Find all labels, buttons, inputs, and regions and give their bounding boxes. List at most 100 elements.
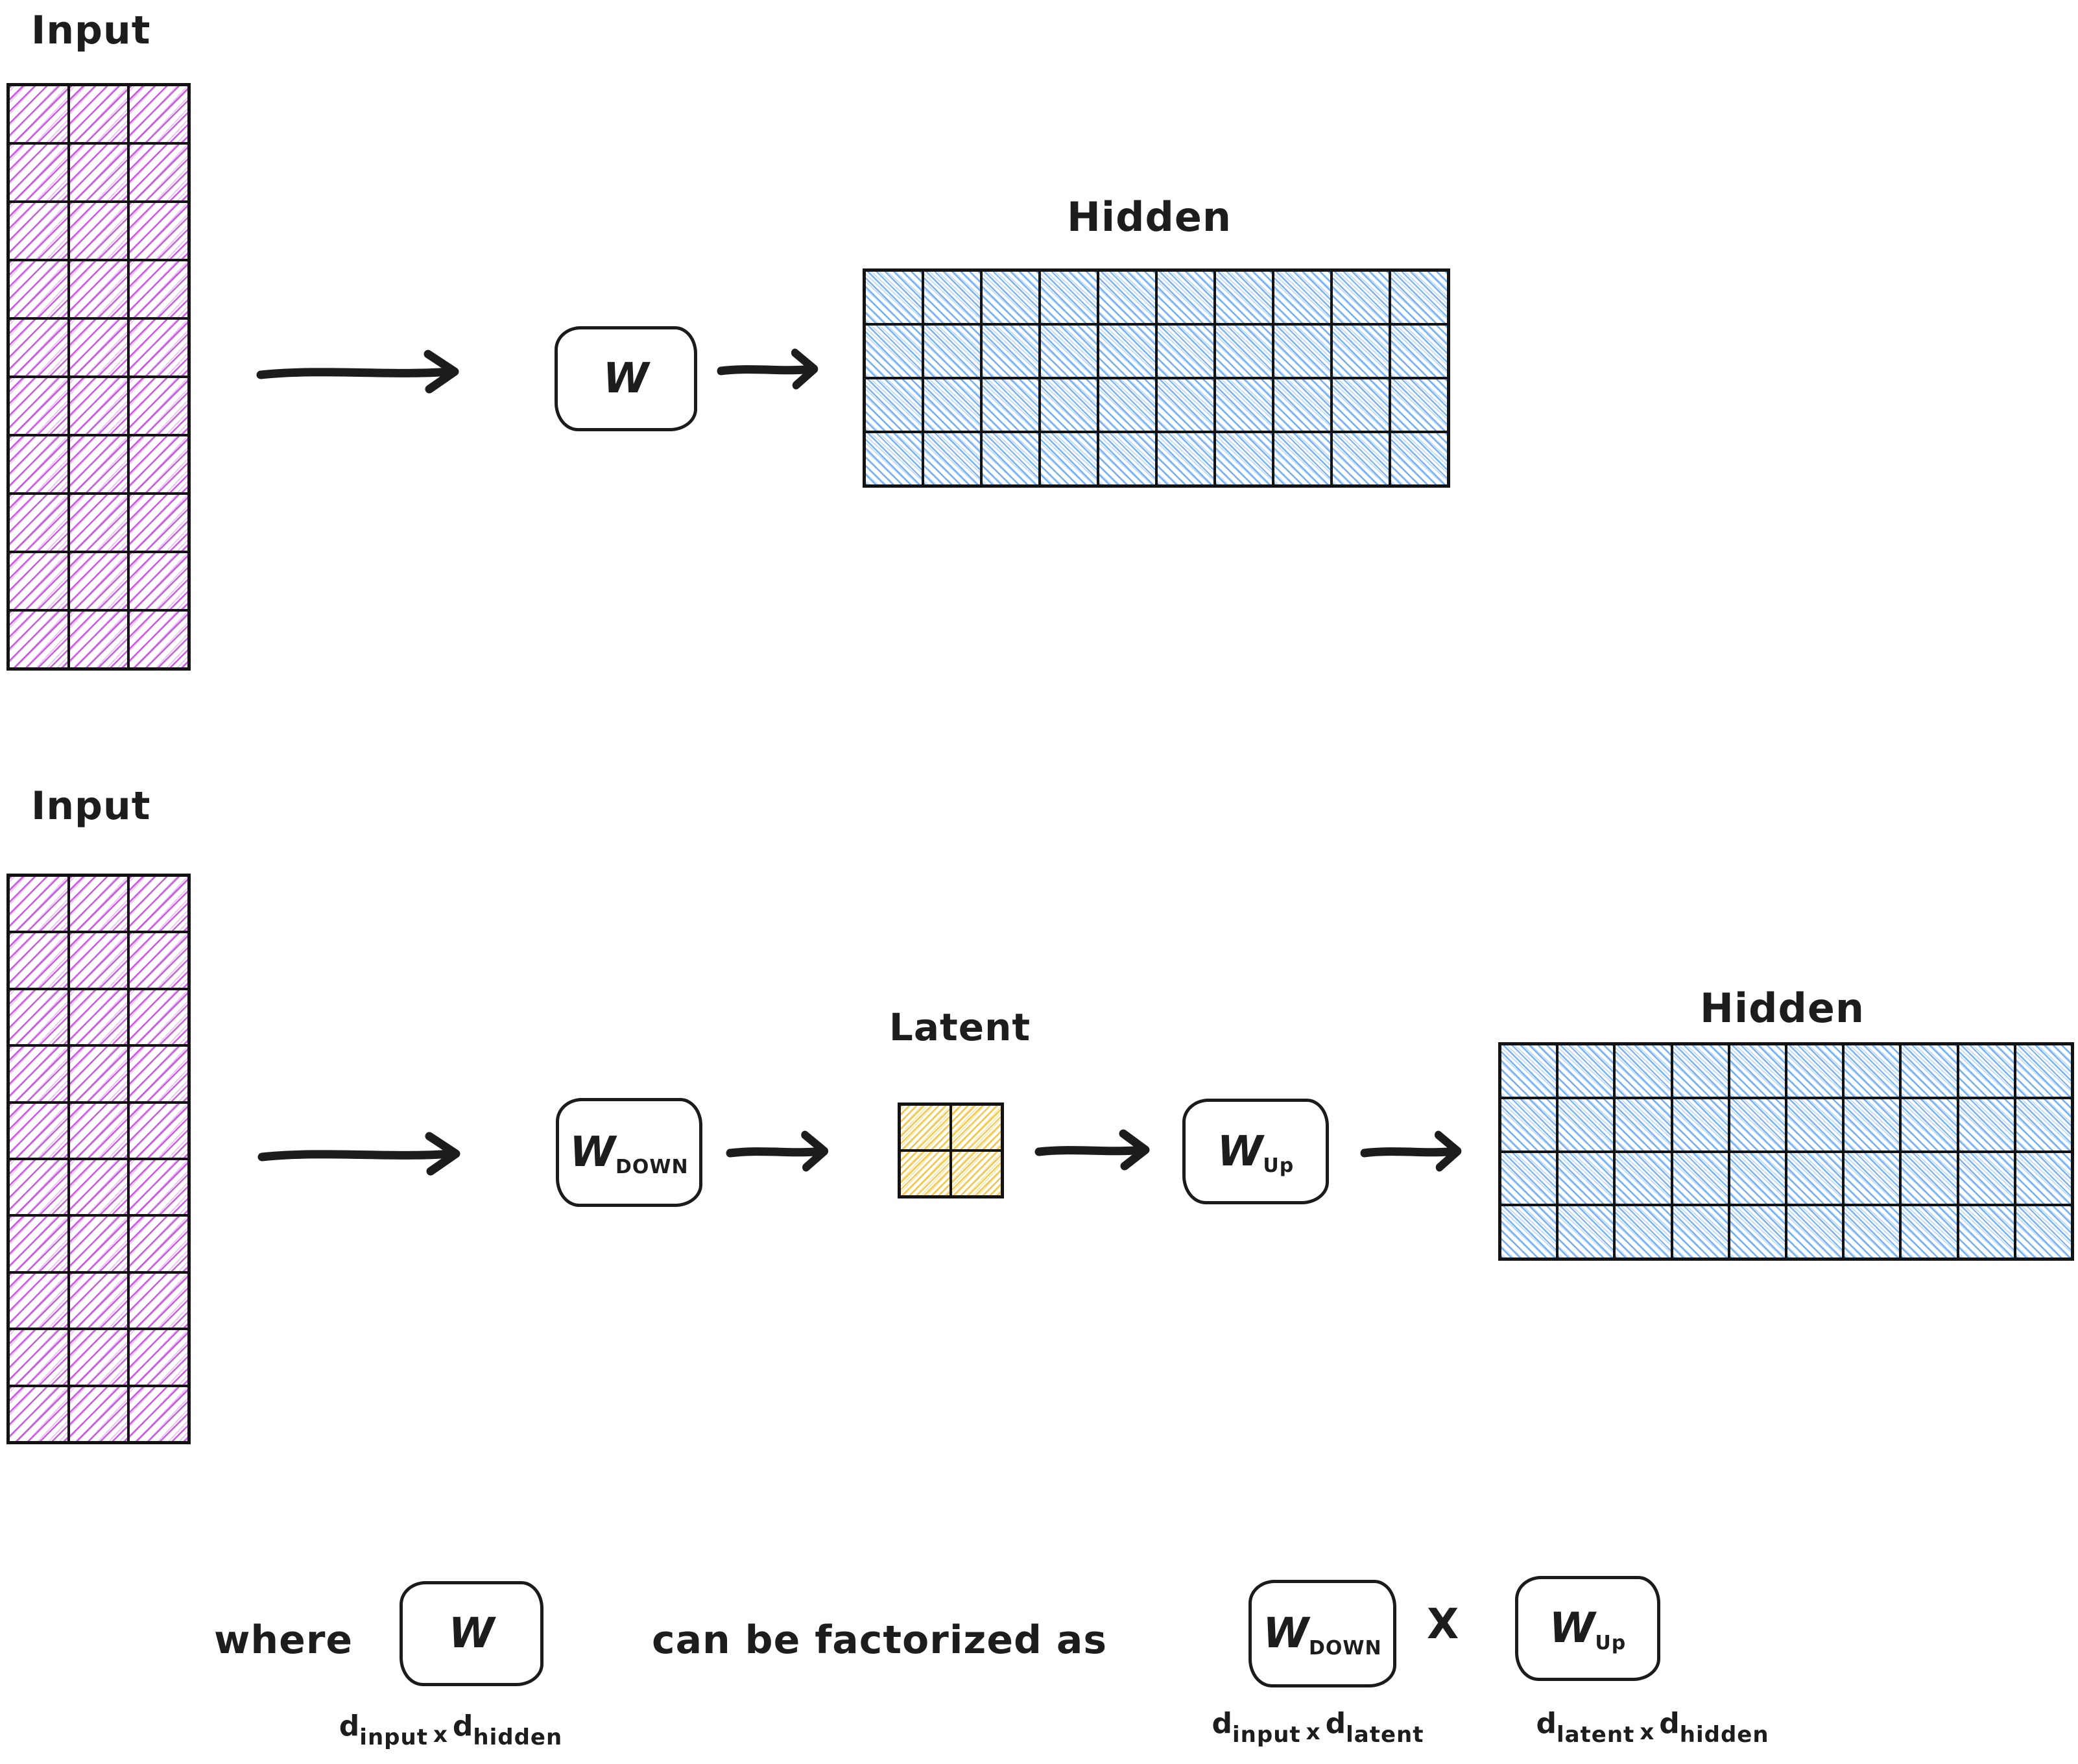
w-up-box-subscript: Up bbox=[1263, 1154, 1295, 1177]
matrix-cell bbox=[128, 988, 189, 1046]
matrix-cell bbox=[1843, 1205, 1901, 1259]
matrix-cell bbox=[1040, 270, 1098, 324]
matrix-cell bbox=[8, 260, 69, 318]
hidden-label-mid: Hidden bbox=[1699, 984, 1865, 1032]
dim-d: d bbox=[339, 1710, 360, 1743]
matrix-cell bbox=[1098, 270, 1156, 324]
matrix-cell bbox=[1671, 1151, 1729, 1206]
arrow-icon bbox=[1360, 1130, 1462, 1172]
matrix-cell bbox=[1098, 324, 1156, 378]
matrix-cell bbox=[1390, 270, 1448, 324]
dim-times: x bbox=[1640, 1719, 1654, 1745]
matrix-cell bbox=[68, 1045, 129, 1102]
matrix-cell bbox=[2014, 1097, 2072, 1152]
matrix-cell bbox=[1156, 270, 1215, 324]
matrix-cell bbox=[68, 1159, 129, 1216]
matrix-cell bbox=[1273, 432, 1332, 486]
matrix-cell bbox=[128, 318, 189, 377]
matrix-cell bbox=[1785, 1205, 1844, 1259]
matrix-cell bbox=[2014, 1044, 2072, 1098]
matrix-cell bbox=[128, 202, 189, 260]
matrix-cell bbox=[128, 610, 189, 669]
matrix-cell bbox=[68, 610, 129, 669]
matrix-cell bbox=[1671, 1205, 1729, 1259]
matrix-cell bbox=[1957, 1097, 2015, 1152]
matrix-cell bbox=[1098, 432, 1156, 486]
matrix-cell bbox=[68, 318, 129, 377]
matrix-cell bbox=[1156, 378, 1215, 432]
dim-sub: latent bbox=[1346, 1722, 1424, 1748]
matrix-cell bbox=[923, 432, 981, 486]
matrix-cell bbox=[1785, 1044, 1844, 1098]
matrix-cell bbox=[128, 377, 189, 435]
matrix-cell bbox=[128, 143, 189, 202]
w-box: W bbox=[555, 326, 697, 431]
matrix-cell bbox=[128, 1329, 189, 1386]
matrix-cell bbox=[68, 1272, 129, 1329]
dim-d: d bbox=[1325, 1707, 1346, 1740]
matrix-cell bbox=[1215, 378, 1273, 432]
matrix-cell bbox=[128, 435, 189, 494]
matrix-cell bbox=[1671, 1097, 1729, 1152]
matrix-cell bbox=[1215, 270, 1273, 324]
matrix-cell bbox=[923, 270, 981, 324]
matrix-cell bbox=[1390, 378, 1448, 432]
matrix-cell bbox=[1500, 1151, 1558, 1206]
matrix-cell bbox=[865, 324, 923, 378]
arrow-icon bbox=[726, 1130, 829, 1172]
matrix-cell bbox=[1390, 432, 1448, 486]
matrix-cell bbox=[68, 988, 129, 1046]
matrix-cell bbox=[1500, 1097, 1558, 1152]
matrix-cell bbox=[1728, 1044, 1786, 1098]
matrix-cell bbox=[1332, 324, 1390, 378]
matrix-cell bbox=[923, 324, 981, 378]
matrix-cell bbox=[68, 202, 129, 260]
matrix-cell bbox=[68, 1385, 129, 1442]
matrix-cell bbox=[1614, 1151, 1672, 1206]
matrix-cell bbox=[1728, 1097, 1786, 1152]
matrix-cell bbox=[1390, 324, 1448, 378]
dim-sub: latent bbox=[1556, 1722, 1635, 1748]
w-down-box-subscript: DOWN bbox=[615, 1155, 689, 1178]
matrix-cell bbox=[1614, 1205, 1672, 1259]
matrix-cell bbox=[68, 1215, 129, 1272]
matrix-cell bbox=[1900, 1151, 1958, 1206]
formula-w-up-label: W bbox=[1549, 1604, 1595, 1652]
matrix-cell bbox=[1040, 378, 1098, 432]
matrix-cell bbox=[1728, 1205, 1786, 1259]
matrix-cell bbox=[8, 1159, 69, 1216]
dim-d: d bbox=[1212, 1707, 1233, 1740]
w-up-box-label: W bbox=[1217, 1127, 1263, 1176]
matrix-cell bbox=[8, 552, 69, 610]
w-box-label: W bbox=[603, 355, 649, 403]
matrix-cell bbox=[8, 318, 69, 377]
matrix-cell bbox=[1156, 324, 1215, 378]
matrix-cell bbox=[128, 494, 189, 552]
matrix-cell bbox=[8, 1102, 69, 1159]
matrix-cell bbox=[1215, 432, 1273, 486]
matrix-cell bbox=[1557, 1044, 1615, 1098]
matrix-cell bbox=[1614, 1044, 1672, 1098]
matrix-cell bbox=[2014, 1151, 2072, 1206]
matrix-cell bbox=[900, 1104, 951, 1150]
dim-d: d bbox=[1536, 1707, 1557, 1740]
matrix-cell bbox=[8, 876, 69, 933]
matrix-cell bbox=[128, 1102, 189, 1159]
arrow-icon bbox=[717, 348, 818, 390]
matrix-cell bbox=[865, 270, 923, 324]
matrix-cell bbox=[128, 932, 189, 989]
matrix-cell bbox=[981, 324, 1040, 378]
matrix-cell bbox=[8, 202, 69, 260]
matrix-cell bbox=[1040, 324, 1098, 378]
dim-d: d bbox=[1659, 1707, 1680, 1740]
formula-w-down-label: W bbox=[1263, 1610, 1309, 1658]
matrix-cell bbox=[128, 876, 189, 933]
where-text: where bbox=[214, 1617, 353, 1663]
matrix-cell bbox=[8, 988, 69, 1046]
